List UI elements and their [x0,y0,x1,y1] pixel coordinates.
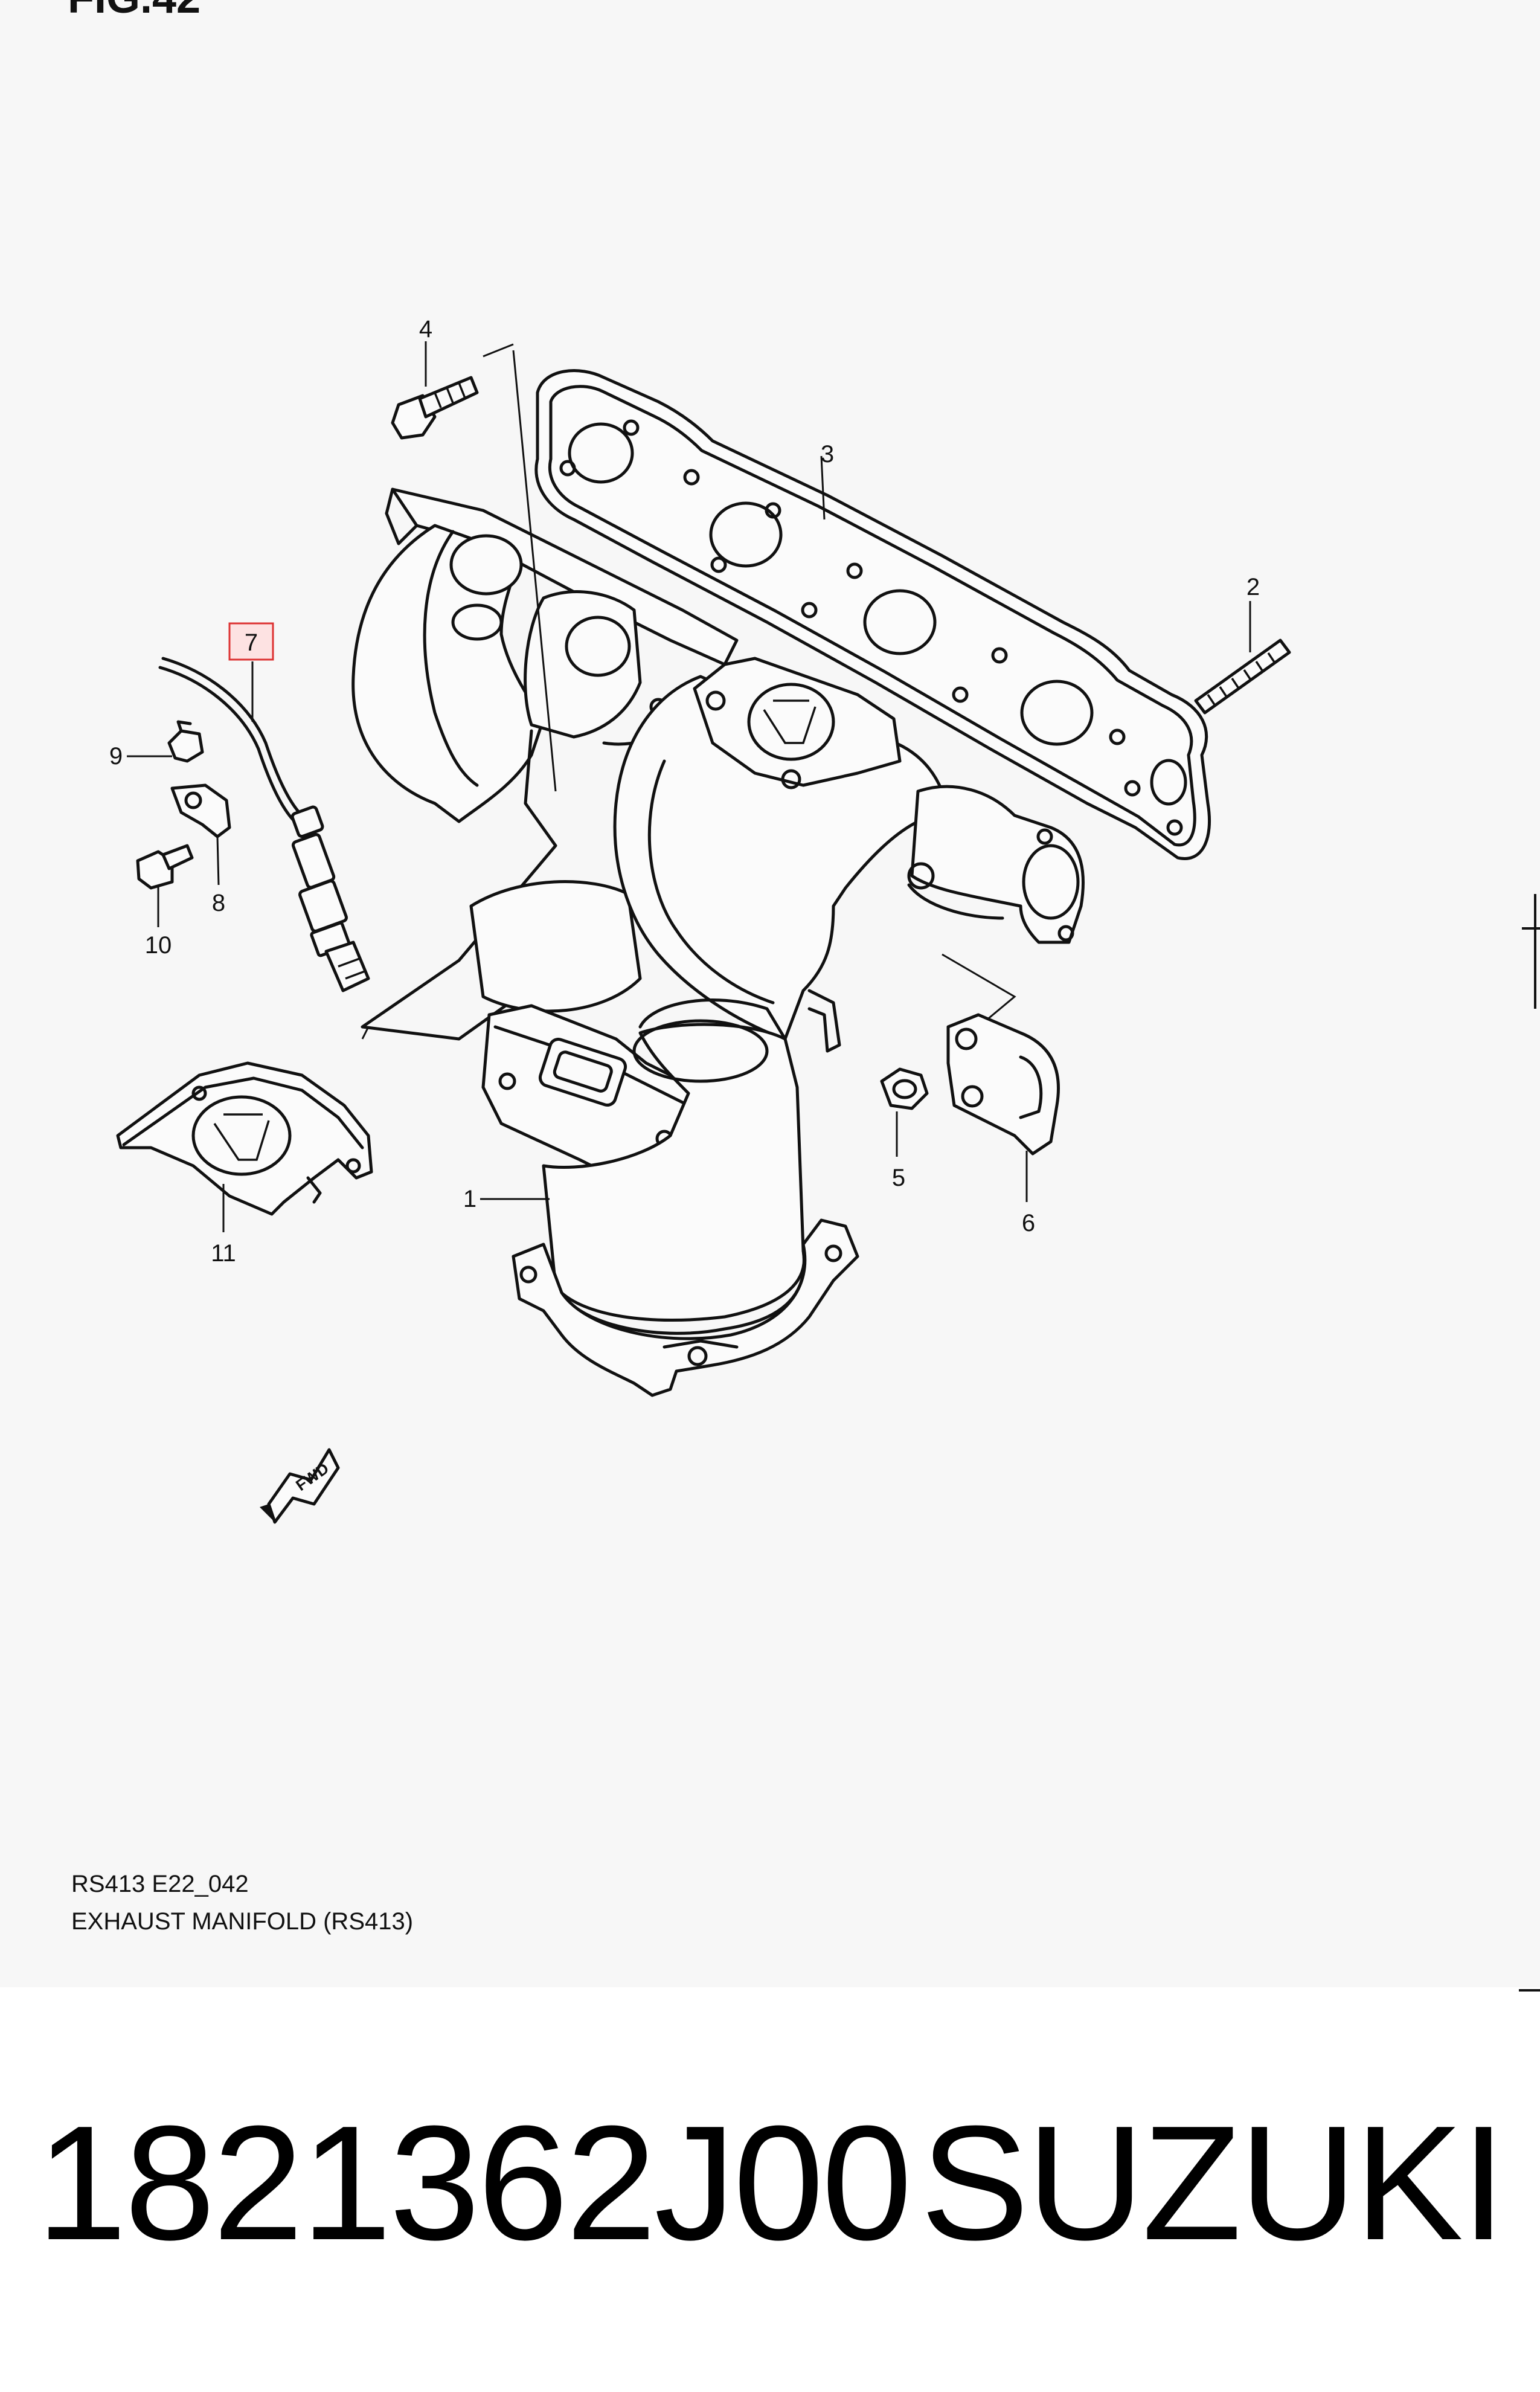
callout-11: 11 [211,1240,236,1267]
callout-10: 10 [145,932,172,959]
edge-mark [1522,927,1540,930]
part-2-stud[interactable] [1194,638,1291,715]
exhaust-manifold-diagram: FWD 4 3 2 7 9 8 10 1 5 6 11 [109,316,1291,1524]
edge-mark [1534,894,1536,1009]
callout-2: 2 [1246,574,1260,600]
callout-3: 3 [821,441,834,468]
callout-8: 8 [212,890,225,916]
figure-code: RS413 E22_042 [71,1871,249,1897]
part-5-nut[interactable] [880,1067,929,1110]
part-11-heat-shield[interactable] [116,1061,373,1216]
part-10-bolt[interactable] [136,844,194,890]
part-9-clip[interactable] [167,720,204,763]
part-6-bracket[interactable] [946,1013,1060,1156]
part-footer: 1821362J00 SUZUKI [0,2084,1540,2283]
callout-9: 9 [109,743,123,770]
figure-title: FIG.42 [68,0,201,23]
part-3-gasket[interactable] [534,369,1211,860]
edge-mark [1519,1989,1540,1992]
callout-4: 4 [419,316,432,342]
part-4-bolt[interactable] [391,376,479,440]
part-number: 1821362J00 [36,2092,912,2274]
figure-reference: RS413 E22_042 EXHAUST MANIFOLD (RS413) [71,1865,413,1940]
callout-5: 5 [892,1165,905,1191]
figure-caption: EXHAUST MANIFOLD (RS413) [71,1908,414,1935]
callout-6: 6 [1022,1210,1035,1236]
part-1-exhaust-manifold[interactable] [351,487,1085,1397]
fwd-arrow: FWD [260,1448,340,1524]
part-7-oxygen-sensor[interactable] [158,657,370,992]
callout-1: 1 [463,1186,476,1212]
brand-name: SUZUKI [920,2092,1506,2274]
part-8-bracket[interactable] [170,783,231,838]
callout-7[interactable]: 7 [245,629,258,656]
callout-7-highlight [228,622,274,661]
